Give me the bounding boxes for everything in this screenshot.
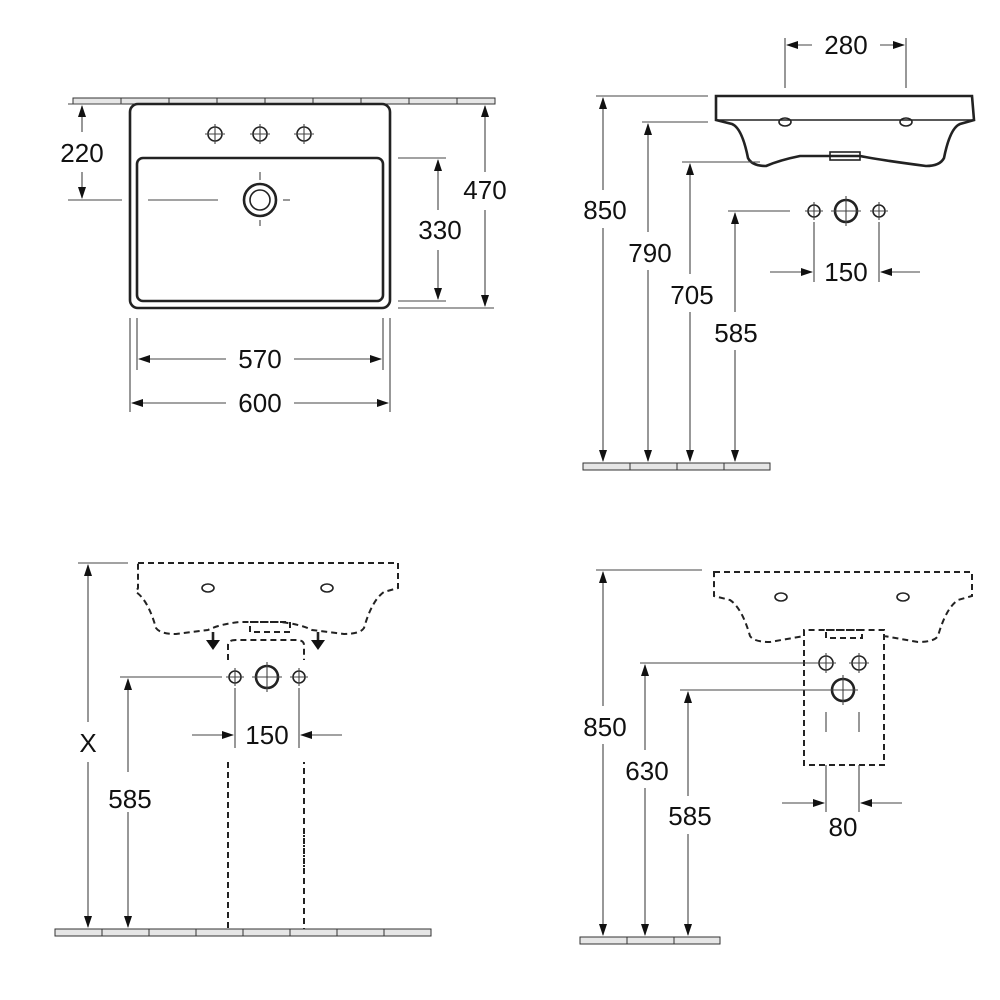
tap-hole-icon [774,592,788,602]
supply-connection-icon [226,668,244,686]
waste-connection-icon [828,675,858,705]
dimension-150: 150 [770,222,920,287]
dimension-850: 850 [583,97,627,462]
dim-text: 330 [418,215,461,245]
floor-strip [579,936,721,945]
dim-text: 570 [238,344,281,374]
dim-text: 705 [670,280,713,310]
dim-text: 280 [824,30,867,60]
dim-text: 790 [628,238,671,268]
dimension-585: 585 [108,678,152,928]
waste-connection-icon [252,662,282,692]
arrow-down-icon [311,632,325,650]
dimension-220: 220 [60,103,122,201]
dim-text: 80 [829,812,858,842]
supply-connection-icon [290,668,308,686]
dimension-630: 630 [625,664,669,936]
floor-strip [582,462,771,471]
dim-text: 600 [238,388,281,418]
dim-text: 585 [714,318,757,348]
dimension-850: 850 [583,571,627,936]
basin-bowl [135,156,385,303]
arrow-down-icon [206,632,220,650]
dimension-470: 470 [398,105,507,309]
supply-connection-icon [805,202,823,220]
floor-strip [54,928,432,937]
semi-pedestal-dashed-outline [803,630,885,766]
dim-text: 150 [245,720,288,750]
supply-connection-icon [849,653,869,673]
dimension-x: X [79,564,97,928]
dim-text: 630 [625,756,668,786]
dimension-150: 150 [192,688,342,750]
tap-hole-icon [896,592,910,602]
dimension-705: 705 [670,163,714,462]
pedestal-dashed-outline [227,762,305,931]
dimension-80: 80 [782,765,902,842]
tap-hole-icon [205,124,225,144]
dim-text: X [79,728,96,758]
tap-hole-icon [778,117,792,127]
tap-hole-icon [250,124,270,144]
tap-hole-icon [294,124,314,144]
drain-icon [148,172,290,226]
dim-text: 470 [463,175,506,205]
basin-front-outline [714,94,976,168]
semi-pedestal-view: 850 630 585 80 [579,569,973,945]
dimension-570: 570 [136,318,384,374]
basin-outline [128,102,392,310]
tap-hole-icon [899,117,913,127]
dimension-600: 600 [129,318,391,418]
dim-text: 150 [824,257,867,287]
dimension-280: 280 [784,30,907,88]
dimension-330: 330 [398,157,462,302]
waste-connection-icon [831,196,861,226]
supply-connection-icon [816,653,836,673]
supply-connection-icon [870,202,888,220]
tap-hole-icon [320,583,334,593]
dim-text: 585 [108,784,151,814]
pedestal-view: 150 X 585 [54,562,432,937]
wall-strip [72,97,496,105]
basin-dashed-outline [134,562,399,636]
dimension-585: 585 [668,691,712,936]
tap-hole-icon [201,583,215,593]
dimension-790: 790 [628,123,672,462]
top-view: 220 330 470 570 [60,97,507,418]
dimension-585: 585 [714,212,758,462]
side-view: 280 850 790 705 [582,30,976,471]
dim-text: 220 [60,138,103,168]
dim-text: 585 [668,801,711,831]
dim-text: 850 [583,712,626,742]
basin-dashed-outline [713,571,973,644]
dim-text: 850 [583,195,626,225]
